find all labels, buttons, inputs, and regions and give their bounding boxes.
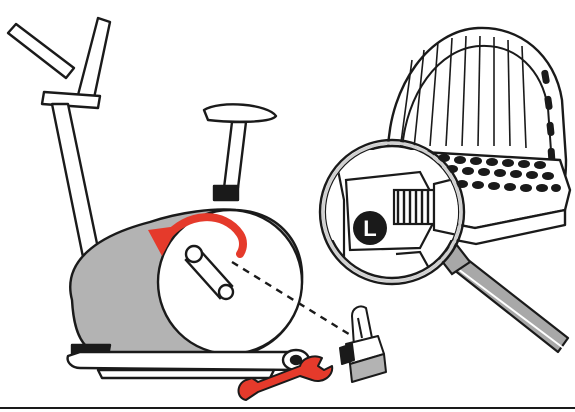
side-marker-label: L: [363, 216, 376, 241]
frame-post: [52, 104, 100, 262]
seat: [204, 104, 276, 200]
handlebar: [8, 18, 110, 108]
exercise-bike: [8, 18, 311, 378]
pedal-small: [340, 306, 386, 382]
